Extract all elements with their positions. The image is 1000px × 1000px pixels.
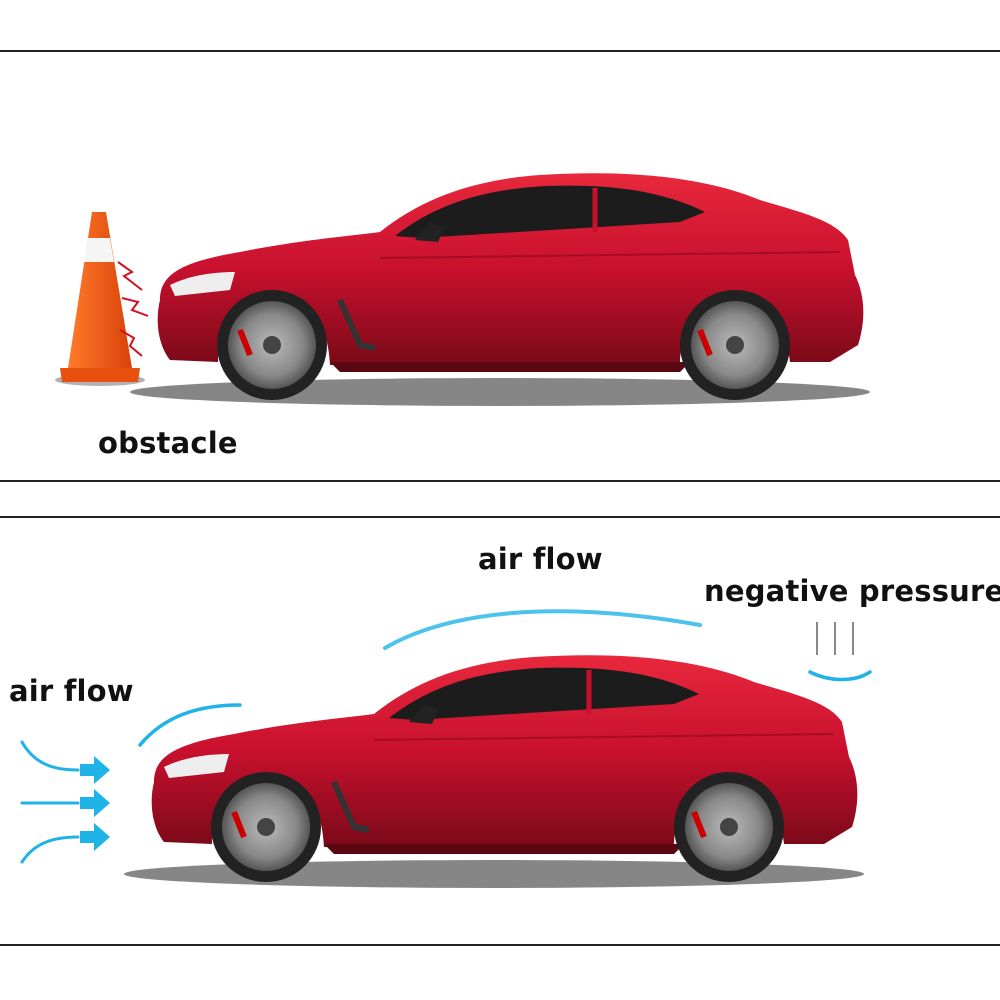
air-flow-left-label: air flow <box>9 674 134 708</box>
air-flow-top-label: air flow <box>478 542 603 576</box>
negative-pressure-label: negative pressure <box>704 574 1000 608</box>
collision-spark-icon <box>117 261 149 357</box>
airflow-arrow-icons <box>80 756 110 851</box>
negative-pressure-arrow-icons <box>816 622 854 655</box>
car-bottom <box>124 655 864 888</box>
traffic-cone <box>55 212 145 386</box>
car-top <box>130 173 870 406</box>
obstacle-label: obstacle <box>98 426 238 460</box>
airflow-lines <box>20 609 872 864</box>
